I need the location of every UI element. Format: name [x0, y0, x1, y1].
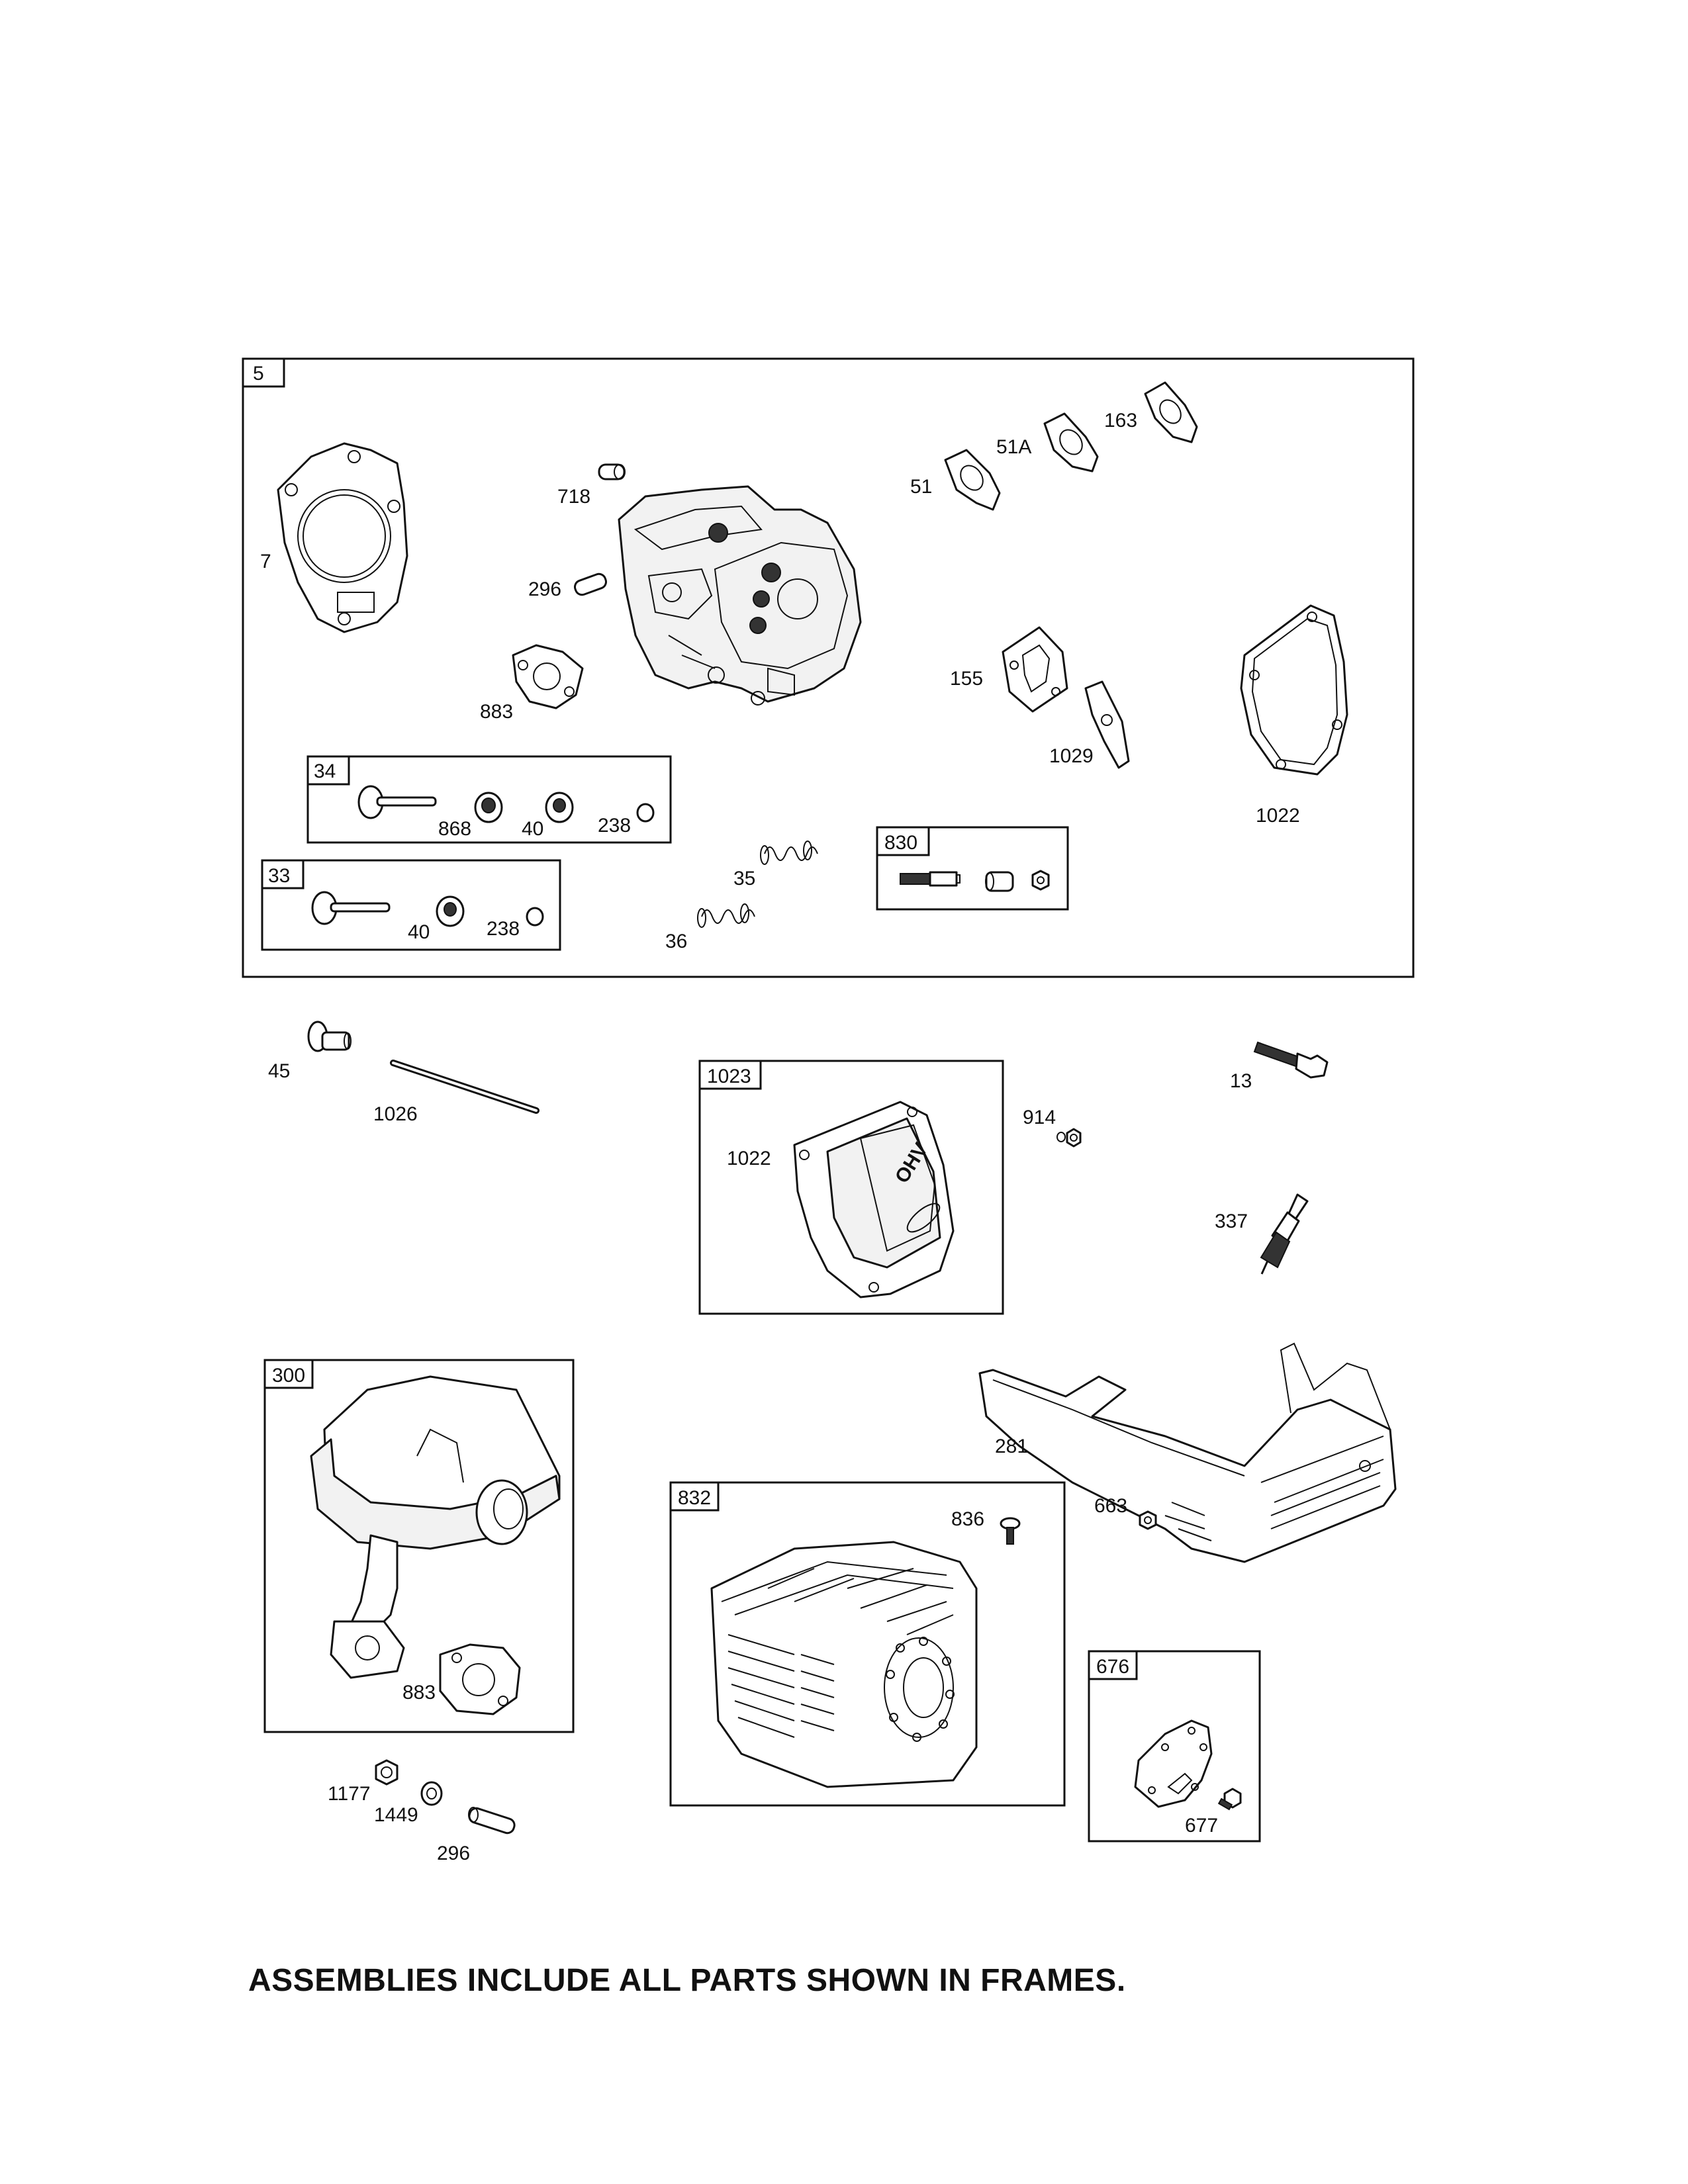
label-238-frame33: 238 — [487, 918, 520, 940]
label-1022-frame1023: 1022 — [727, 1148, 771, 1169]
label-337: 337 — [1215, 1210, 1248, 1232]
valve-keeper-238-a — [636, 803, 655, 823]
label-296-head: 296 — [528, 578, 561, 600]
footer-note: ASSEMBLIES INCLUDE ALL PARTS SHOWN IN FR… — [248, 1963, 1126, 1998]
assembly-34-tag: 34 — [314, 760, 336, 782]
valve-cover-1023: OHV — [793, 1101, 955, 1298]
label-1177: 1177 — [328, 1783, 371, 1805]
label-238-frame34: 238 — [598, 815, 631, 837]
label-663: 663 — [1094, 1495, 1127, 1517]
screw-663 — [1139, 1510, 1157, 1530]
label-1449: 1449 — [374, 1804, 418, 1826]
valve-spring-35 — [760, 841, 818, 865]
label-7: 7 — [260, 551, 271, 572]
label-883-head: 883 — [480, 701, 513, 723]
label-1026: 1026 — [373, 1103, 418, 1125]
label-40-frame34: 40 — [522, 818, 543, 840]
valve-keeper-238-b — [526, 907, 544, 927]
intake-gasket-51 — [944, 449, 1001, 511]
exhaust-valve-34 — [357, 785, 437, 819]
assembly-1023-frame: 1023 — [698, 1060, 1004, 1315]
label-163: 163 — [1104, 410, 1137, 432]
label-1029: 1029 — [1049, 745, 1094, 767]
assembly-300-tag: 300 — [272, 1365, 305, 1387]
label-296-stud: 296 — [437, 1843, 470, 1864]
label-51: 51 — [910, 476, 932, 498]
rocker-plate-155 — [1002, 626, 1068, 713]
label-883-muffler: 883 — [402, 1682, 436, 1704]
screw-677 — [1217, 1788, 1242, 1811]
washer-1449 — [420, 1781, 443, 1806]
intake-valve-33 — [311, 891, 391, 925]
screw-836 — [1000, 1517, 1021, 1545]
rocker-pivot-830 — [985, 871, 1014, 892]
gasket-163 — [1144, 381, 1198, 443]
rocker-nut-830 — [1031, 870, 1050, 891]
muffler-guard-832 — [710, 1541, 978, 1788]
spacer-51a — [1043, 412, 1099, 473]
assembly-830-frame: 830 — [876, 826, 1069, 911]
assembly-5-tag: 5 — [253, 363, 264, 385]
assembly-1023-tag: 1023 — [707, 1066, 751, 1087]
assembly-832-tag: 832 — [678, 1487, 711, 1509]
rocker-arm-1029 — [1084, 680, 1130, 769]
label-1022-frame5: 1022 — [1256, 805, 1300, 827]
muffler-gasket-883 — [439, 1643, 521, 1715]
assembly-34-frame: 34 — [306, 755, 672, 844]
push-rod-1026 — [390, 1060, 539, 1114]
assembly-676-frame: 676 — [1088, 1650, 1261, 1843]
label-45: 45 — [268, 1060, 290, 1082]
stud-296 — [468, 1807, 516, 1835]
assembly-676-tag: 676 — [1096, 1656, 1129, 1678]
cover-gasket-1022 — [1240, 604, 1348, 776]
assembly-33-tag: 33 — [268, 865, 290, 887]
assembly-830-tag: 830 — [884, 832, 917, 854]
heat-shield-281 — [978, 1342, 1397, 1563]
rocker-shaft-45 — [307, 1021, 352, 1052]
label-35: 35 — [733, 868, 755, 889]
spark-arrester-676 — [1134, 1719, 1213, 1808]
head-gasket-7 — [277, 442, 408, 633]
label-51a: 51A — [996, 436, 1031, 458]
label-281: 281 — [995, 1435, 1028, 1457]
label-718: 718 — [557, 486, 590, 508]
assembly-832-frame: 832 — [669, 1481, 1066, 1807]
assembly-33-frame: 33 — [261, 859, 561, 951]
assembly-5-frame: 5 — [242, 357, 1415, 978]
label-868: 868 — [438, 818, 471, 840]
label-914: 914 — [1023, 1107, 1056, 1128]
valve-spring-retainer-40-a — [545, 792, 574, 823]
label-13: 13 — [1230, 1070, 1252, 1092]
valve-seal-868 — [474, 792, 503, 823]
nut-914 — [1056, 1128, 1082, 1148]
assembly-300-frame: 300 — [263, 1359, 575, 1733]
valve-spring-retainer-40-b — [436, 895, 465, 927]
rocker-stud-830 — [900, 871, 961, 887]
label-155: 155 — [950, 668, 983, 690]
dowel-296 — [574, 572, 607, 596]
cylinder-head — [618, 485, 862, 705]
label-836: 836 — [951, 1508, 984, 1530]
label-677: 677 — [1185, 1815, 1218, 1837]
label-40-frame33: 40 — [408, 921, 430, 943]
nut-1177 — [375, 1759, 399, 1786]
label-36: 36 — [665, 931, 687, 952]
valve-spring-36 — [697, 903, 755, 928]
dowel-718 — [598, 463, 626, 480]
bolt-13 — [1253, 1041, 1329, 1079]
muffler-300 — [310, 1375, 561, 1679]
exhaust-gasket-883 — [512, 644, 584, 709]
spark-plug-337 — [1260, 1193, 1309, 1275]
